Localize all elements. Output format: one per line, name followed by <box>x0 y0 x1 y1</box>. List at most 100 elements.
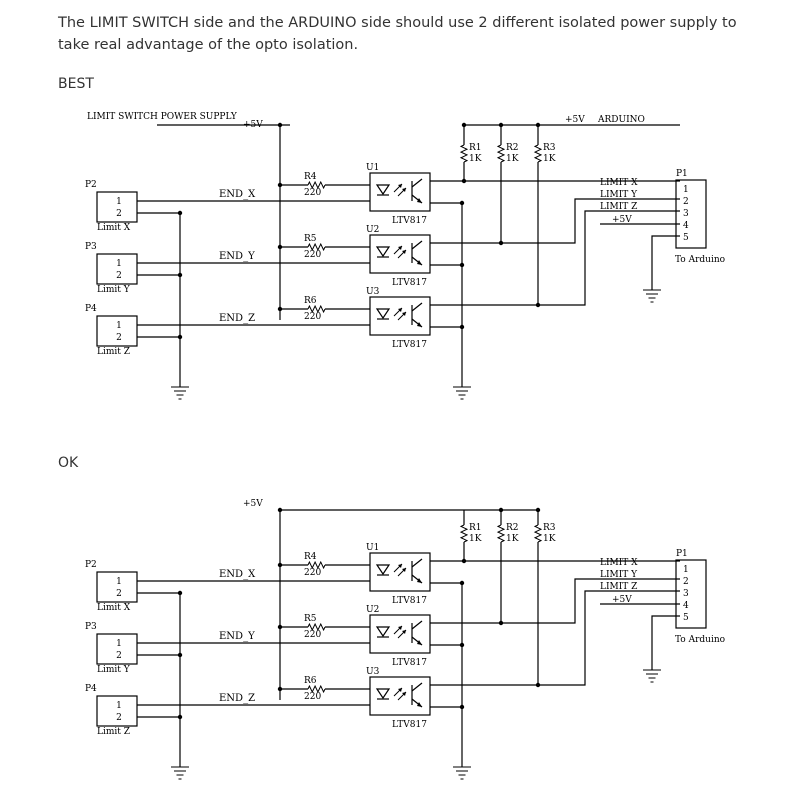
optocoupler <box>369 614 431 654</box>
pullup-resistor-icon <box>459 524 469 543</box>
ground-symbol <box>643 289 661 303</box>
junction-dot <box>498 122 504 128</box>
ground-symbol <box>171 766 189 780</box>
net-label: END_Y <box>219 251 255 262</box>
connector-ref: P3 <box>85 622 97 632</box>
net-label: END_X <box>219 189 256 200</box>
pullup-ref: R1 <box>469 523 482 533</box>
connector-ref: P4 <box>85 684 97 694</box>
junction-dot <box>461 122 467 128</box>
opto-ref: U1 <box>366 543 379 553</box>
output-wire <box>538 210 680 306</box>
series-resistor-icon <box>307 684 326 694</box>
pullup-value: 1K <box>506 534 519 544</box>
opto-ref: U2 <box>366 605 379 615</box>
limit-supply-label: LIMIT SWITCH POWER SUPPLY <box>87 112 238 122</box>
optocoupler <box>369 552 431 592</box>
led-icon <box>375 626 391 638</box>
resistor-ref: R4 <box>304 552 317 562</box>
optocoupler-body <box>369 552 431 592</box>
optocoupler <box>369 676 431 716</box>
output-label: LIMIT Z <box>600 582 637 592</box>
connector-body <box>96 695 138 727</box>
pullup-value: 1K <box>469 534 482 544</box>
arduino-vcc-label: +5V <box>565 115 585 125</box>
connector-body <box>96 315 138 347</box>
led-icon <box>375 564 391 576</box>
connector-ref: P4 <box>85 304 97 314</box>
junction-dot <box>277 182 283 188</box>
led-icon <box>375 308 391 320</box>
pullup-ref: R1 <box>469 143 482 153</box>
connector-ref: P2 <box>85 560 97 570</box>
pin-number: 1 <box>116 577 122 587</box>
schematic-best: LIMIT SWITCH POWER SUPPLY +5V ARDUINO +5V R1… <box>85 112 725 400</box>
junction-dot <box>277 624 283 630</box>
connector-body <box>96 253 138 285</box>
pullup-ref: R2 <box>506 523 519 533</box>
pin-number: 2 <box>116 271 122 281</box>
pin-number: 2 <box>116 589 122 599</box>
led-icon <box>375 688 391 700</box>
junction-dot <box>277 562 283 568</box>
output-connector-ref: P1 <box>676 169 688 179</box>
output-pin-number: 5 <box>683 233 689 243</box>
output-pin-number: 3 <box>683 209 689 219</box>
switch-label: Limit Z <box>97 727 130 737</box>
switch-label: Limit X <box>97 223 131 233</box>
output-label: LIMIT Y <box>600 190 638 200</box>
output-pin-number: 5 <box>683 613 689 623</box>
output-vcc-label: +5V <box>612 215 632 225</box>
arduino-label: ARDUINO <box>597 115 645 125</box>
optocoupler <box>369 172 431 212</box>
pin-number: 2 <box>116 209 122 219</box>
pullup-resistor-icon <box>496 144 506 163</box>
pullup-ref: R3 <box>543 143 556 153</box>
output-ground-wire <box>651 235 680 290</box>
opto-part: LTV817 <box>392 658 427 668</box>
output-label: LIMIT Y <box>600 570 638 580</box>
output-label: LIMIT X <box>600 178 638 188</box>
pullup-ref: R3 <box>543 523 556 533</box>
junction-dot <box>535 507 541 513</box>
connector-body <box>96 571 138 603</box>
series-resistor-icon <box>307 180 326 190</box>
pullup-resistor-icon <box>496 524 506 543</box>
to-arduino-label: To Arduino <box>675 255 725 265</box>
connector-ref: P2 <box>85 180 97 190</box>
output-pin-number: 2 <box>683 197 689 207</box>
section-ok-label: OK <box>58 455 79 471</box>
opto-ref: U2 <box>366 225 379 235</box>
opto-ref: U3 <box>366 667 380 677</box>
junction-dot <box>535 122 541 128</box>
output-ground-wire <box>651 615 680 670</box>
pin-number: 1 <box>116 639 122 649</box>
intro-text: The LIMIT SWITCH side and the ARDUINO si… <box>58 15 737 53</box>
output-vcc-label: +5V <box>612 595 632 605</box>
connector-ref: P3 <box>85 242 97 252</box>
optocoupler <box>369 234 431 274</box>
pullup-value: 1K <box>469 154 482 164</box>
switch-label: Limit Y <box>97 285 131 295</box>
output-pin-number: 1 <box>683 185 689 195</box>
resistor-value: 220 <box>304 630 321 640</box>
switch-label: Limit Y <box>97 665 131 675</box>
net-label: END_Z <box>219 313 255 324</box>
ground-symbol <box>453 766 471 780</box>
switch-label: Limit X <box>97 603 131 613</box>
series-resistor-icon <box>307 304 326 314</box>
output-label: LIMIT X <box>600 558 638 568</box>
resistor-value: 220 <box>304 312 321 322</box>
pullup-resistor-icon <box>533 524 543 543</box>
net-label: END_Y <box>219 631 255 642</box>
to-arduino-label: To Arduino <box>675 635 725 645</box>
net-label: END_Z <box>219 693 255 704</box>
opto-part: LTV817 <box>392 720 427 730</box>
series-resistor-icon <box>307 242 326 252</box>
ground-symbol <box>643 669 661 683</box>
